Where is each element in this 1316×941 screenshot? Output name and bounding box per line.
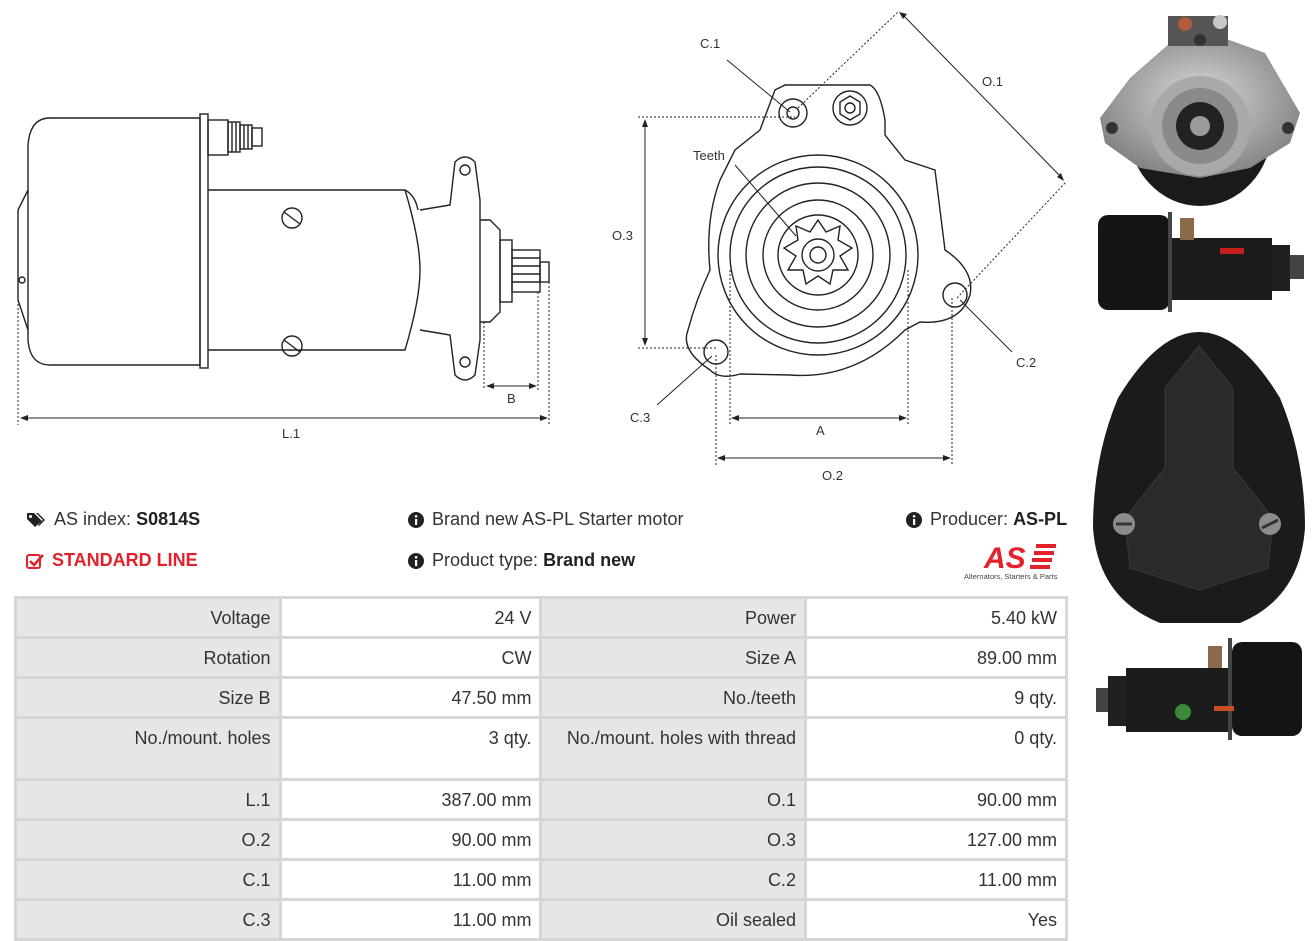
- spec-key: Size A: [542, 639, 805, 676]
- product-photo-rear[interactable]: [1090, 328, 1308, 628]
- spec-key: Power: [542, 599, 805, 636]
- spec-value: 90.00 mm: [281, 821, 540, 858]
- table-row: L.1 387.00 mm O.1 90.00 mm: [17, 781, 1065, 818]
- spec-key: No./mount. holes with thread: [542, 719, 805, 778]
- table-row: Rotation CW Size A 89.00 mm: [17, 639, 1065, 676]
- product-type: Product type: Brand new: [408, 550, 635, 571]
- label-c3: C.3: [630, 410, 650, 425]
- product-photo-front[interactable]: [1090, 8, 1308, 213]
- as-index-label: AS index:: [54, 509, 132, 529]
- spec-value: 387.00 mm: [281, 781, 540, 818]
- spec-key: Size B: [17, 679, 279, 716]
- specifications-table: Voltage 24 V Power 5.40 kW Rotation CW S…: [14, 596, 1068, 941]
- description-text: Brand new AS-PL Starter motor: [432, 509, 684, 529]
- label-a: A: [816, 423, 825, 438]
- product-type-value: Brand new: [543, 550, 636, 570]
- spec-key: L.1: [17, 781, 279, 818]
- product-description: Brand new AS-PL Starter motor: [408, 509, 683, 530]
- side-view-drawing: L.1 B: [17, 113, 550, 441]
- product-photo-side-bottom[interactable]: [1090, 636, 1308, 746]
- spec-value: 5.40 kW: [807, 599, 1065, 636]
- label-o3: O.3: [612, 228, 633, 243]
- spec-key: O.2: [17, 821, 279, 858]
- info-icon: [408, 552, 424, 569]
- as-logo-mark: AS: [983, 542, 1056, 575]
- spec-value: CW: [281, 639, 540, 676]
- table-row: C.1 11.00 mm C.2 11.00 mm: [17, 861, 1065, 898]
- standard-line-label: STANDARD LINE: [52, 550, 198, 570]
- label-o1: O.1: [982, 74, 1003, 89]
- tags-icon: [27, 512, 45, 527]
- spec-value: 47.50 mm: [281, 679, 540, 716]
- checkbox-icon: [26, 553, 44, 569]
- producer-label: Producer:: [930, 509, 1009, 529]
- spec-value: 3 qty.: [281, 719, 540, 778]
- spec-value: 90.00 mm: [807, 781, 1065, 818]
- spec-key: O.1: [542, 781, 805, 818]
- svg-text:AS: AS: [983, 542, 1026, 572]
- table-row: C.3 11.00 mm Oil sealed Yes: [17, 901, 1065, 938]
- spec-value: 11.00 mm: [281, 901, 540, 938]
- front-view-drawing: C.1 O.1 O.3 Teeth C.2 C.3 A O.2: [612, 11, 1067, 483]
- label-l1: L.1: [282, 426, 300, 441]
- table-row: Voltage 24 V Power 5.40 kW: [17, 599, 1065, 636]
- spec-key: No./mount. holes: [17, 719, 279, 778]
- standard-line: STANDARD LINE: [26, 550, 198, 571]
- as-pl-logo: AS Alternators, Starters & Parts: [964, 540, 1068, 582]
- label-b: B: [507, 391, 516, 406]
- table-row: Size B 47.50 mm No./teeth 9 qty.: [17, 679, 1065, 716]
- product-photo-side-top[interactable]: [1090, 210, 1308, 320]
- spec-value: 11.00 mm: [281, 861, 540, 898]
- label-o2: O.2: [822, 468, 843, 483]
- producer-value: AS-PL: [1013, 509, 1068, 529]
- logo-tagline: Alternators, Starters & Parts: [964, 572, 1058, 581]
- spec-key: O.3: [542, 821, 805, 858]
- spec-key: Oil sealed: [542, 901, 805, 938]
- spec-value: 0 qty.: [807, 719, 1065, 778]
- product-type-label: Product type:: [432, 550, 539, 570]
- spec-key: C.1: [17, 861, 279, 898]
- as-index-value: S0814S: [136, 509, 201, 529]
- info-icon: [906, 511, 922, 528]
- spec-value: 89.00 mm: [807, 639, 1065, 676]
- table-row: O.2 90.00 mm O.3 127.00 mm: [17, 821, 1065, 858]
- info-icon: [408, 511, 424, 528]
- spec-value: 9 qty.: [807, 679, 1065, 716]
- spec-key: Voltage: [17, 599, 279, 636]
- spec-key: Rotation: [17, 639, 279, 676]
- producer: Producer: AS-PL: [906, 509, 1067, 530]
- spec-key: C.2: [542, 861, 805, 898]
- spec-key: No./teeth: [542, 679, 805, 716]
- spec-key: C.3: [17, 901, 279, 938]
- as-index: AS index: S0814S: [26, 509, 200, 530]
- label-c2: C.2: [1016, 355, 1036, 370]
- table-row: No./mount. holes 3 qty. No./mount. holes…: [17, 719, 1065, 778]
- spec-value: 11.00 mm: [807, 861, 1065, 898]
- spec-value: 24 V: [281, 599, 540, 636]
- spec-value: Yes: [807, 901, 1065, 938]
- label-teeth: Teeth: [693, 148, 725, 163]
- spec-value: 127.00 mm: [807, 821, 1065, 858]
- label-c1: C.1: [700, 36, 720, 51]
